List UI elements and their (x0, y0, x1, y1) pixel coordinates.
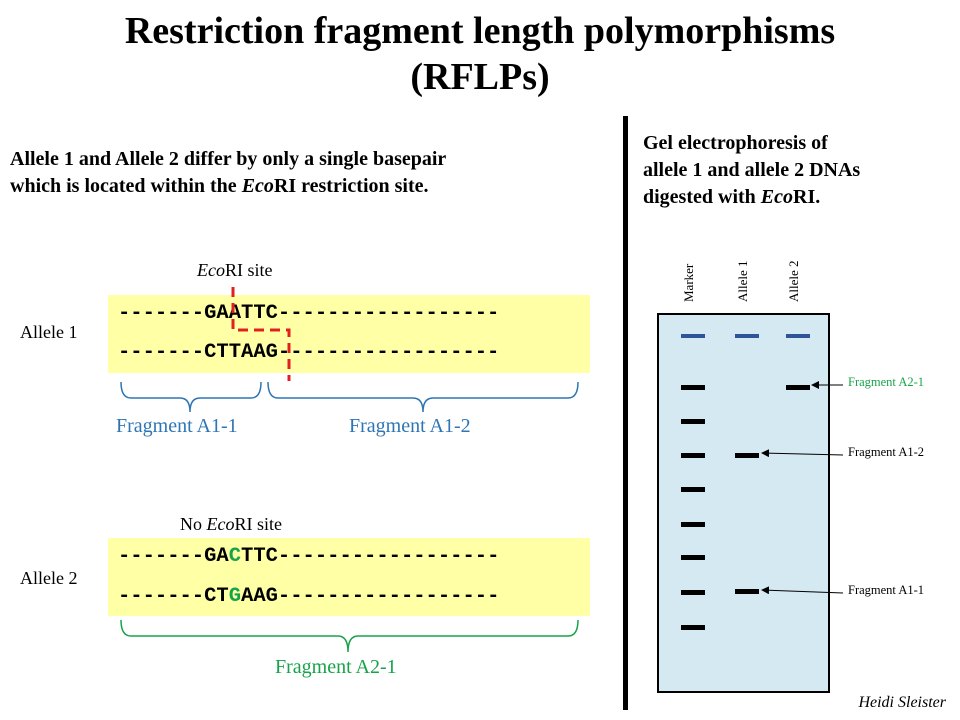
marker-band (681, 487, 705, 492)
marker-band (681, 625, 705, 630)
marker-band (681, 453, 705, 458)
gel-desc-italic: Eco (760, 186, 794, 208)
no-text: No (180, 514, 207, 534)
a2-top-b: TTC------------------ (241, 545, 500, 568)
allele2-band-a2-1 (786, 385, 810, 390)
fragment-a1-2-label: Fragment A1-2 (349, 415, 471, 437)
marker-band (681, 555, 705, 560)
allele2-sequence-box (108, 538, 590, 616)
desc-text: which is located within the (10, 175, 242, 197)
allele1-top-strand: -------GAATTC------------------ (118, 302, 500, 325)
allele1-band-a1-1 (735, 589, 759, 594)
no-ecori-italic: Eco (206, 514, 235, 534)
gel (657, 313, 830, 693)
a2-top-a: -------GA (118, 545, 229, 568)
a2-bot-mutation: G (228, 585, 242, 608)
well-marker (681, 334, 705, 338)
allele-description-line2: which is located within the EcoRI restri… (10, 173, 446, 200)
a2-bot-b: AAG------------------ (241, 585, 500, 608)
arrow-a1-2 (761, 449, 844, 458)
a2-bot-a: -------CT (118, 585, 229, 608)
allele-description: Allele 1 and Allele 2 differ by only a s… (10, 146, 446, 200)
arrow-a1-1 (761, 586, 844, 595)
desc-text-post: RI restriction site. (273, 175, 429, 197)
well-allele2 (786, 334, 810, 338)
author-credit: Heidi Sleister (858, 694, 946, 711)
allele2-top-strand: -------GACTTC------------------ (118, 545, 499, 569)
allele1-band-a1-2 (735, 453, 759, 458)
gel-annotation-a1-1: Fragment A1-1 (848, 583, 925, 597)
allele-description-line1: Allele 1 and Allele 2 differ by only a s… (10, 148, 447, 170)
bracket-a1-2 (267, 381, 579, 413)
allele1-bottom-strand: -------CTTAAG------------------ (118, 341, 500, 364)
gel-description-line3: digested with EcoRI. (643, 184, 860, 211)
well-allele1 (735, 334, 759, 338)
marker-band (681, 522, 705, 527)
gel-desc-pre: digested with (643, 186, 761, 208)
marker-band (681, 385, 705, 390)
gel-desc-post: RI. (793, 186, 821, 208)
desc-italic: Eco (241, 175, 274, 197)
slide-title-line2: (RFLPs) (410, 56, 550, 98)
allele1-sequence-box (108, 295, 590, 373)
marker-band (681, 419, 705, 424)
ecori-cut-line (231, 287, 291, 381)
allele2-bottom-strand: -------CTGAAG------------------ (118, 585, 499, 609)
gel-description: Gel electrophoresis of allele 1 and alle… (643, 130, 860, 211)
ecori-site-label: EcoRI site (197, 260, 272, 281)
a2-top-mutation: C (228, 545, 242, 568)
no-ecori-rest: RI site (234, 514, 282, 534)
gel-annotation-a1-2: Fragment A1-2 (848, 445, 925, 459)
bracket-a1-1 (120, 381, 262, 413)
ecori-rest: RI site (224, 260, 273, 280)
no-ecori-site-label: No EcoRI site (180, 514, 282, 535)
allele2-label: Allele 2 (20, 568, 78, 588)
slide-title-line1: Restriction fragment length polymorphism… (124, 10, 836, 52)
vertical-divider (623, 116, 628, 710)
ecori-italic: Eco (197, 260, 225, 280)
bracket-a2-1 (120, 619, 579, 653)
gel-description-line1: Gel electrophoresis of (643, 132, 828, 154)
fragment-a1-1-label: Fragment A1-1 (116, 415, 238, 437)
fragment-a2-1-label: Fragment A2-1 (275, 656, 397, 678)
marker-band (681, 590, 705, 595)
gel-annotation-a2-1: Fragment A2-1 (848, 375, 925, 389)
gel-description-line2: allele 1 and allele 2 DNAs (643, 159, 861, 181)
allele1-label: Allele 1 (20, 322, 78, 342)
